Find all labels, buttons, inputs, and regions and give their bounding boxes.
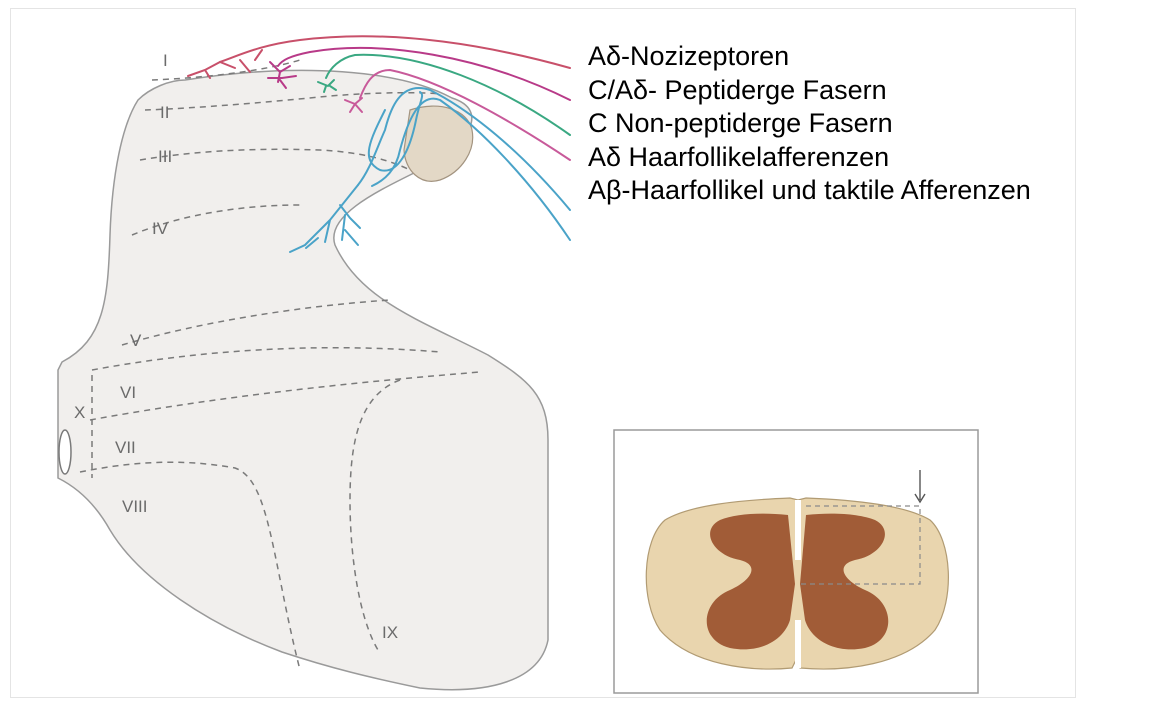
- inset-cross-section: [614, 430, 978, 693]
- lamina-label-vi: VI: [120, 383, 136, 402]
- lamina-label-iv: IV: [152, 219, 169, 238]
- lamina-label-i: I: [163, 51, 168, 70]
- legend-item-abeta-tactile: Aβ-Haarfollikel und taktile Afferenzen: [588, 174, 1031, 208]
- legend-item-adelta-nociceptor: Aδ-Nozizeptoren: [588, 40, 1031, 74]
- lamina-label-iii: III: [158, 147, 172, 166]
- lamina-label-vii: VII: [115, 438, 136, 457]
- lamina-label-ix: IX: [382, 623, 398, 642]
- lamina-label-x: X: [74, 403, 85, 422]
- legend-item-non-peptidergic: C Non-peptiderge Fasern: [588, 107, 1031, 141]
- legend-item-adelta-hair-follicle: Aδ Haarfollikelafferenzen: [588, 141, 1031, 175]
- lamina-label-v: V: [130, 331, 142, 350]
- fiber-legend: Aδ-Nozizeptoren C/Aδ- Peptiderge Fasern …: [588, 40, 1031, 208]
- legend-item-peptidergic: C/Aδ- Peptiderge Fasern: [588, 74, 1031, 108]
- lamina-label-viii: VIII: [122, 497, 148, 516]
- lamina-label-ii: II: [160, 103, 169, 122]
- gray-matter-outline: [58, 70, 548, 689]
- central-canal: [59, 430, 71, 474]
